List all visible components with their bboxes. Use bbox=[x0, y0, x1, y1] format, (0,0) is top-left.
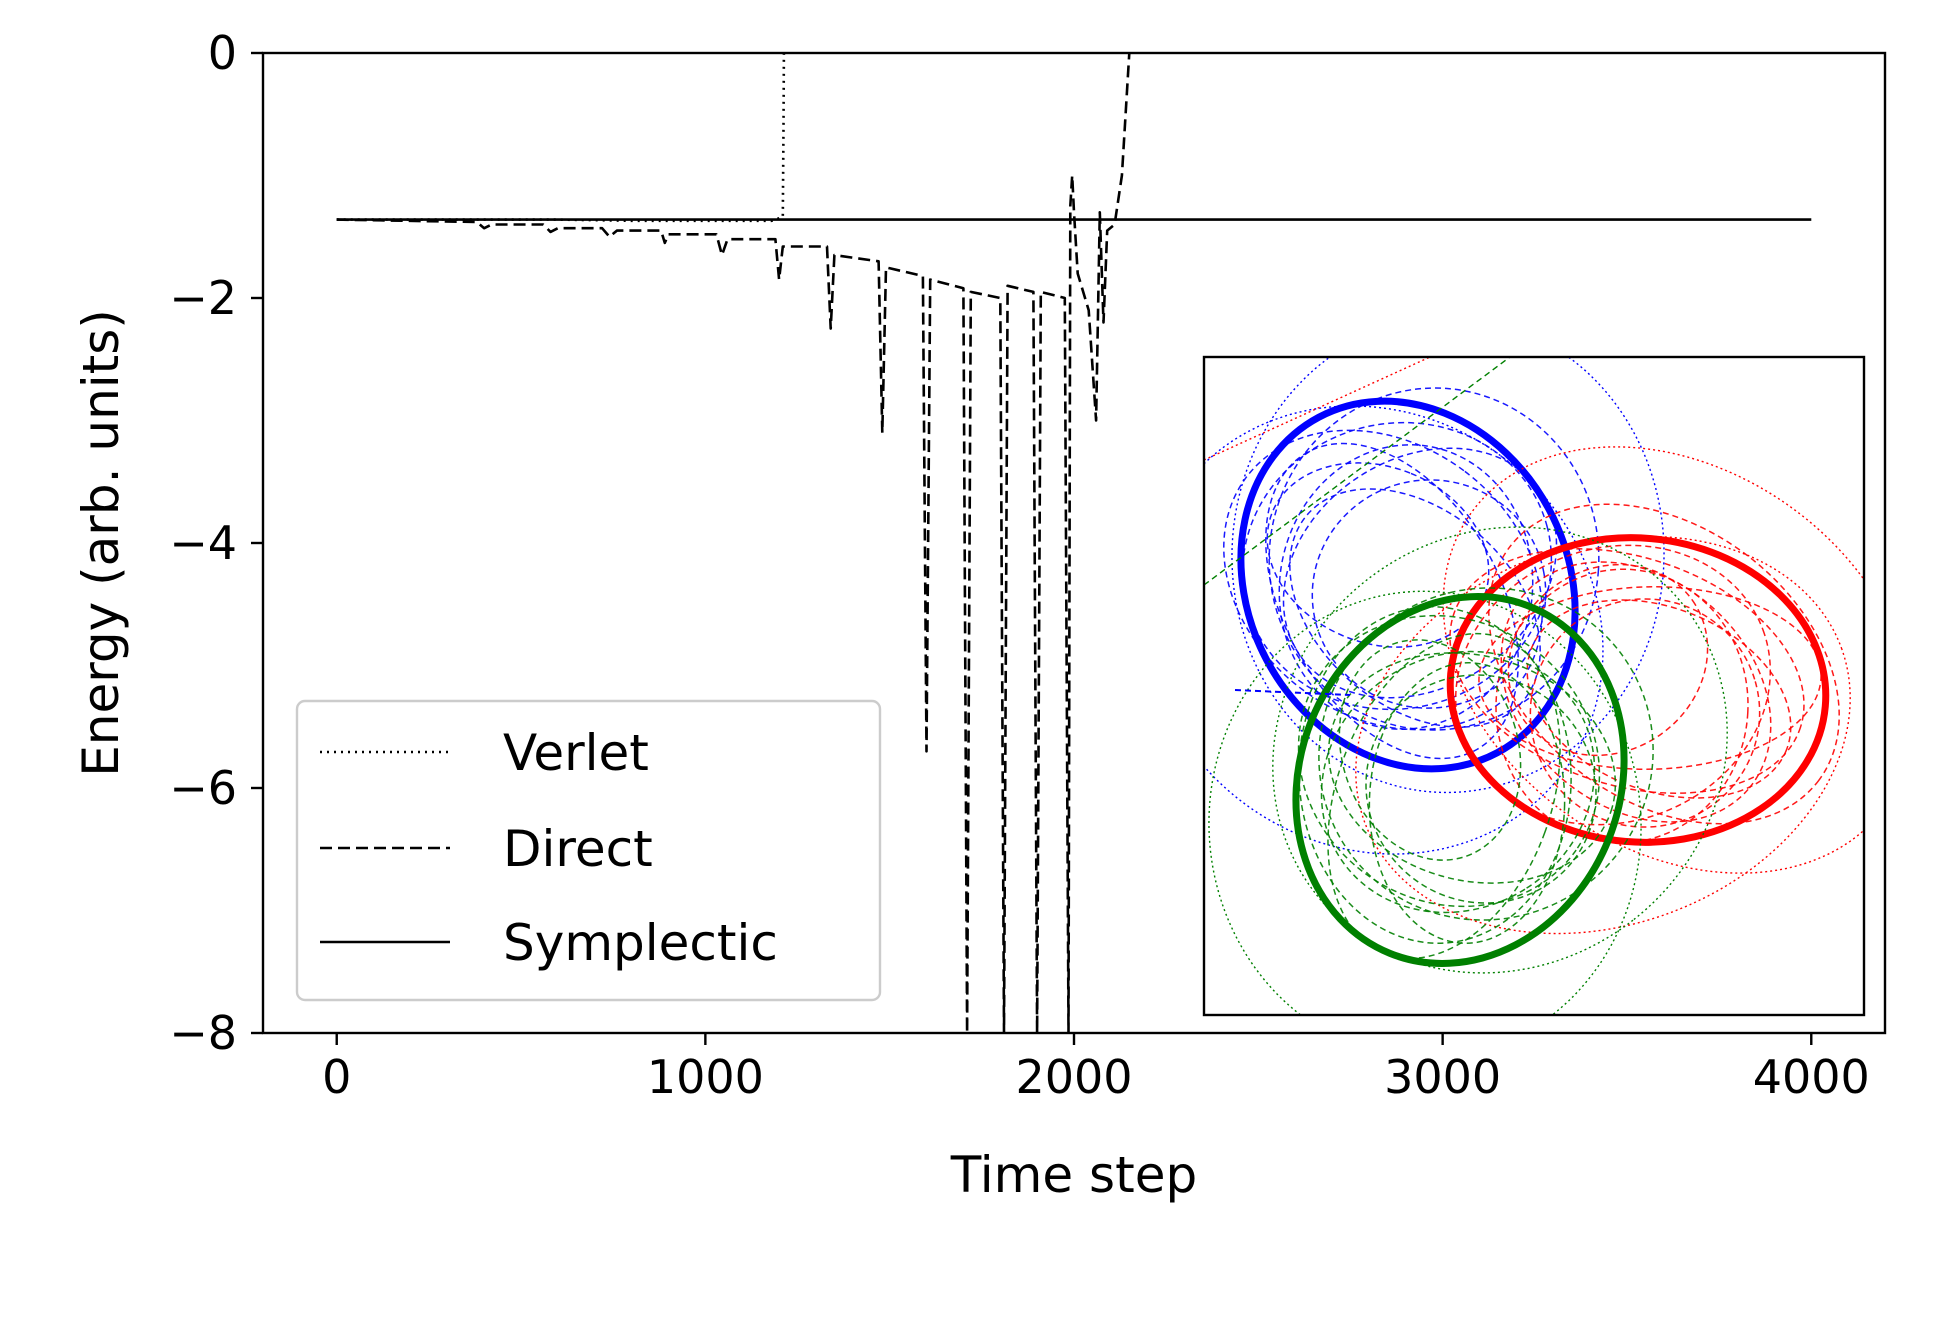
legend: Verlet Direct Symplectic bbox=[295, 699, 882, 1002]
series-layer bbox=[336, 53, 1812, 1033]
escape-trace-green bbox=[1204, 357, 1511, 586]
y-axis: 0 −2 −4 −6 −8 bbox=[169, 26, 263, 1060]
legend-entry-direct: Direct bbox=[320, 820, 653, 878]
legend-label-verlet: Verlet bbox=[503, 724, 649, 782]
y-tick-label: −4 bbox=[169, 516, 237, 570]
legend-label-direct: Direct bbox=[503, 820, 653, 878]
x-tick-label: 0 bbox=[322, 1050, 351, 1104]
escape-trace-red bbox=[1204, 357, 1431, 461]
x-axis: 0 1000 2000 3000 4000 bbox=[322, 1033, 1870, 1104]
inset-frame bbox=[1202, 355, 1866, 1017]
legend-entry-symplectic: Symplectic bbox=[320, 914, 778, 972]
legend-frame bbox=[295, 699, 882, 1002]
x-tick-label: 1000 bbox=[647, 1050, 764, 1104]
y-tick-label: −8 bbox=[169, 1006, 237, 1060]
series-line-verlet bbox=[336, 53, 786, 223]
x-tick-label: 3000 bbox=[1384, 1050, 1501, 1104]
escape-trace-blue bbox=[1234, 689, 1351, 696]
inset-trajectories bbox=[1202, 355, 1866, 1017]
y-tick-label: 0 bbox=[208, 26, 237, 80]
y-axis-label: Energy (arb. units) bbox=[72, 309, 130, 777]
x-tick-label: 2000 bbox=[1015, 1050, 1132, 1104]
series-line-direct bbox=[336, 53, 1131, 1033]
y-tick-label: −6 bbox=[169, 761, 237, 815]
x-axis-label: Time step bbox=[950, 1146, 1197, 1204]
legend-label-symplectic: Symplectic bbox=[503, 914, 778, 972]
x-tick-label: 4000 bbox=[1753, 1050, 1870, 1104]
legend-entry-verlet: Verlet bbox=[320, 724, 649, 782]
y-tick-label: −2 bbox=[169, 271, 237, 325]
